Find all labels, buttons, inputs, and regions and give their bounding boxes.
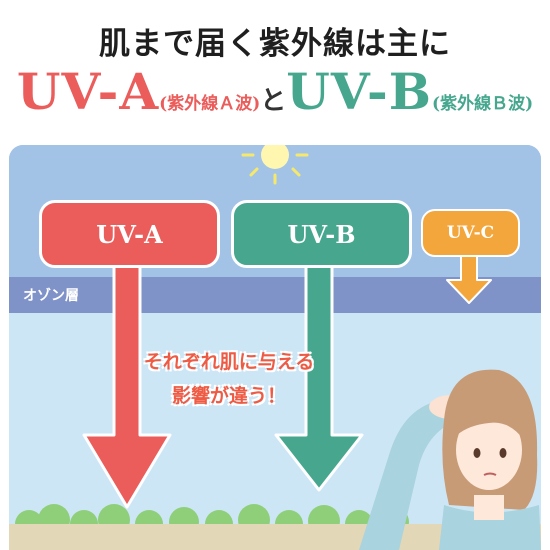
uva-label-box: UV-A	[39, 200, 220, 268]
uvc-label-box: UV-C	[421, 209, 520, 257]
uvb-label-box: UV-B	[231, 200, 412, 268]
heading-uvb: UV-B	[286, 62, 433, 121]
heading-uvb-paren: (紫外線Ｂ波)	[432, 94, 534, 114]
effect-note-line-2: 影響が違う！	[171, 385, 286, 407]
effect-note-line-1: それぞれ肌に与える	[143, 351, 315, 373]
uvb-arrow	[274, 253, 364, 492]
woman-illustration	[359, 369, 541, 550]
heading-line-1: 肌まで届く紫外線は主に	[99, 26, 451, 62]
heading-line-2: UV-A(紫外線Ａ波)とUV-B(紫外線Ｂ波)	[0, 62, 550, 121]
heading-and: と	[260, 86, 287, 116]
uv-arrows	[82, 249, 492, 509]
effect-note: それぞれ肌に与える 影響が違う！	[119, 345, 339, 413]
uva-arrow	[82, 253, 172, 509]
heading-uva: UV-A	[16, 62, 160, 121]
uv-scene: オゾン層	[9, 145, 541, 550]
heading-uva-paren: (紫外線Ａ波)	[159, 94, 261, 114]
ozone-label: オゾン層	[23, 288, 79, 304]
uvc-arrow	[446, 249, 492, 304]
sun-icon	[235, 145, 315, 187]
